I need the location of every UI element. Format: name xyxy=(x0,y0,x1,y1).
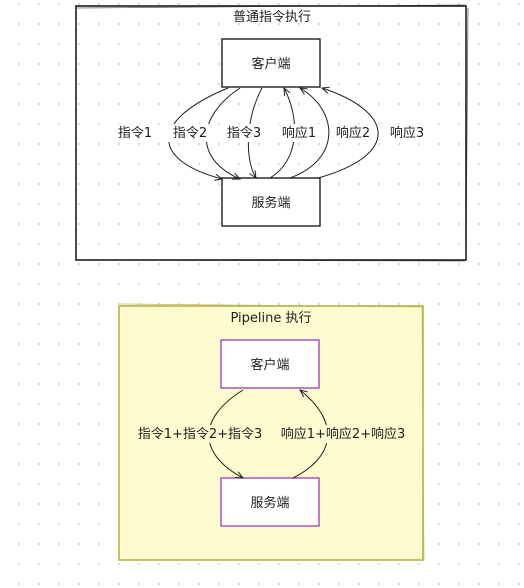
normal-client-label: 客户端 xyxy=(251,56,290,72)
request-label-1: 指令1 xyxy=(118,126,152,141)
normal-title: 普通指令执行 xyxy=(233,10,311,25)
normal-server-node[interactable]: 服务端 xyxy=(221,177,321,227)
response-label-1: 响应1 xyxy=(282,125,316,141)
pipeline-server-node[interactable]: 服务端 xyxy=(220,477,320,527)
request-label-3: 指令3 xyxy=(227,126,261,141)
response-label-2: 响应2 xyxy=(336,125,370,141)
normal-client-node[interactable]: 客户端 xyxy=(221,38,321,88)
pipeline-client-label: 客户端 xyxy=(250,357,289,373)
response-arrow-3 xyxy=(317,88,379,179)
pipeline-response-label: 响应1+响应2+响应3 xyxy=(281,426,406,442)
pipeline-request-label: 指令1+指令2+指令3 xyxy=(138,427,263,442)
response-label-3: 响应3 xyxy=(390,125,424,141)
pipeline-server-label: 服务端 xyxy=(250,495,289,511)
request-label-2: 指令2 xyxy=(173,126,207,141)
pipeline-title: Pipeline 执行 xyxy=(230,311,311,326)
pipeline-client-node[interactable]: 客户端 xyxy=(220,339,320,389)
normal-server-label: 服务端 xyxy=(251,195,290,211)
normal-frame xyxy=(74,4,469,262)
response-arrow-2 xyxy=(289,88,330,179)
